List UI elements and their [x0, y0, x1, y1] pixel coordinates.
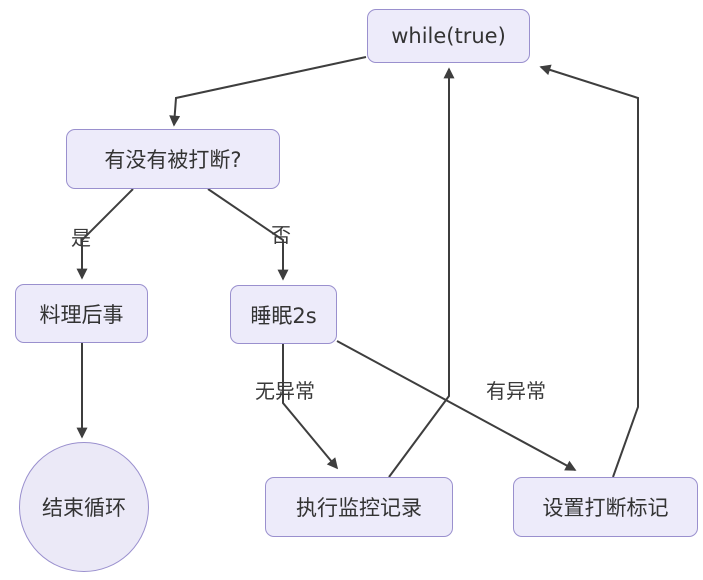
edge-check-to-sleep [207, 188, 289, 281]
edge-monitor-to-while [388, 67, 455, 478]
node-end-loop: 结束循环 [19, 442, 149, 572]
edge-label-yes: 是 [71, 226, 91, 250]
edge-label-no: 否 [271, 223, 291, 247]
edge-while-to-check [169, 56, 367, 127]
edge-sleep-to-monitor [282, 344, 339, 470]
node-monitor-record: 执行监控记录 [265, 477, 453, 537]
node-while-true: while(true) [367, 9, 530, 63]
node-cleanup: 料理后事 [15, 284, 148, 343]
edge-sleep-to-setflag [336, 340, 577, 471]
edge-setflag-to-while [539, 64, 639, 478]
edge-label-no-exception: 无异常 [255, 379, 315, 403]
node-sleep-2s: 睡眠2s [230, 285, 337, 344]
edge-check-to-cleanup [76, 188, 134, 280]
node-set-interrupt-flag: 设置打断标记 [513, 477, 698, 537]
node-interrupted-check: 有没有被打断? [66, 129, 280, 189]
edge-label-has-exception: 有异常 [486, 379, 546, 403]
